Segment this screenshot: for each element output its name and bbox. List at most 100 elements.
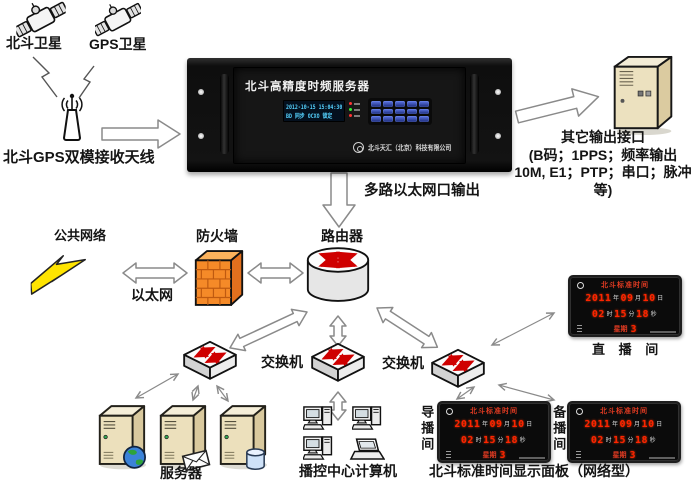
switch-center-label: 交换机 [382,355,424,371]
lightning-icon [30,251,106,295]
antenna-icon [54,92,90,148]
gps-satellite-icon [95,2,141,38]
clock-minute: 15 [613,309,628,320]
router-label: 路由器 [321,228,363,244]
unit-minute: 分 [628,312,635,318]
clock-logo-icon [576,408,583,415]
clock-maker-mark [519,457,545,459]
clock-side-gauge [577,324,582,332]
signal-zigzag-gps [78,65,95,99]
desktop-pc-icon [352,404,384,433]
time-server-device: 北斗高精度时频服务器 2012-10-15 15:04:30 BD 同步 OCX… [187,58,512,172]
desktop-pc-icon [303,434,335,463]
company-name: 北斗天汇（北京）科技有限公司 [368,144,452,152]
unit-year: 年 [612,296,619,302]
other-output-text: 其它输出接口 (B码；1PPS；频率输出 10M, E1；PTP；串口；脉冲 等… [505,129,700,199]
ethernet-label: 以太网 [131,287,173,303]
computers-label: 播控中心计算机 [299,463,397,479]
laptop-icon [349,438,385,463]
other-output-title: 其它输出接口 [561,129,645,145]
status-led-column [349,102,360,120]
led-caption [354,114,360,117]
front-panel-keypad[interactable] [368,98,432,125]
arrow-antenna-to-server [101,119,181,149]
unit-day: 日 [657,296,664,302]
week-value: 3 [630,324,637,335]
server-lcd-display: 2012-10-15 15:04:30 BD 同步 OCXO 锁定 [283,100,345,122]
backup-room-label: 备播间 [551,405,567,453]
globe-icon [123,445,146,469]
screw-hole [198,89,204,95]
firewall-icon [193,247,245,309]
desktop-pc-icon [303,404,335,433]
switch-right-icon [430,348,486,396]
clock-header: 北斗标准时间 [600,407,648,415]
web-server-icon [94,402,148,470]
arrow-firewall-to-router [247,262,304,284]
green-led [349,108,352,111]
arrow-public-to-firewall [122,262,188,284]
led-caption [354,108,360,111]
live-room-label: 直 播 间 [592,342,664,357]
switch-left-label: 交换机 [261,354,303,370]
clock-second: 18 [636,309,650,320]
red-led [349,114,352,117]
screw-hole [495,89,501,95]
arrow-server-to-output [514,88,600,124]
clock-year: 2011 [585,293,612,304]
server-title: 北斗高精度时频服务器 [245,81,370,93]
arrow-switch-to-computers [329,391,347,421]
week-label: 星期 [613,326,628,333]
multi-ethernet-label: 多路以太网口输出 [364,183,480,199]
clock-hour: 02 [591,309,605,320]
panel-caption: 北斗标准时间显示面板（网络型） [429,463,639,479]
envelope-icon [181,449,211,472]
servers-label: 服务器 [160,465,202,481]
unit-month: 月 [635,296,642,302]
director-room-label: 导播间 [419,405,435,453]
led-caption [354,102,360,105]
lcd-status: BD 同步 OCXO 锁定 [286,113,333,120]
clock-header: 北斗标准时间 [601,281,649,289]
clock-maker-mark [650,331,676,333]
other-output-line: (B码；1PPS；频率输出 [528,146,678,163]
thin-links [134,312,556,403]
lcd-datetime: 2012-10-15 15:04:30 [286,104,343,111]
red-led [349,102,352,105]
clock-side-gauge [576,450,581,458]
clock-day: 10 [642,293,656,304]
beidou-satellite-icon [16,1,66,39]
beidou-satellite-label: 北斗卫星 [6,35,62,51]
unit-hour: 时 [606,312,613,318]
firewall-label: 防火墙 [196,228,238,244]
screw-hole [198,133,204,139]
router-icon [305,245,371,307]
arrow-router-to-switch-right [376,306,439,349]
other-output-line: 等) [593,181,613,198]
clock-side-gauge [446,450,451,458]
public-network-label: 公共网络 [54,228,107,243]
signal-zigzag-beidou [32,56,58,98]
output-tower-icon [610,54,676,136]
clock-header: 北斗标准时间 [470,407,518,415]
screw-hole [495,133,501,139]
arrow-router-to-switch-left [229,308,308,352]
gps-satellite-label: GPS卫星 [89,36,147,52]
clock-maker-mark [649,457,675,459]
database-cylinder-icon [246,448,265,471]
rack-handle-right [470,74,479,154]
rack-handle-left [220,74,229,154]
company-row: 北斗天汇（北京）科技有限公司 [353,142,466,153]
switch-center-icon [310,342,366,390]
